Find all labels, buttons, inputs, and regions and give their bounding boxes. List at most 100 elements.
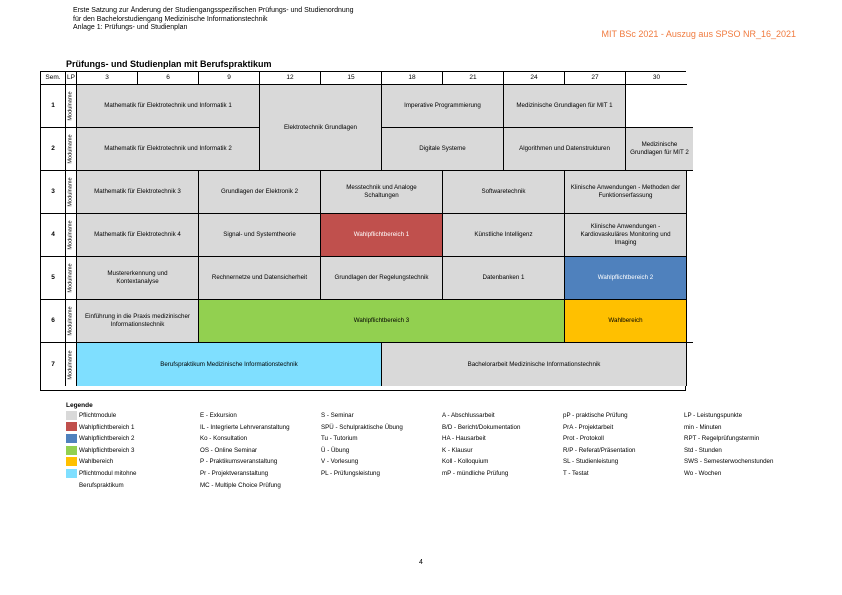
empty-cell (687, 171, 693, 343)
header-line-3: Anlage 1: Prüfungs- und Studienplan (73, 24, 188, 31)
module-cell: Algorithmen und Datenstrukturen (504, 128, 626, 171)
legend-entry: HA - Hausarbeit (442, 435, 486, 443)
legend-abbrev-col6: LP - Leistungspunkte min - Minuten RPT -… (684, 410, 773, 480)
col-header-credits: 3 (77, 72, 138, 85)
module-cell: Softwaretechnik (443, 171, 565, 214)
lp-label: Modulname (66, 257, 77, 300)
swatch-grey (66, 410, 77, 420)
legend-abbrev-col3: S - Seminar SPÜ - Schulpraktische Übung … (321, 410, 403, 480)
semester-label: 5 (41, 257, 66, 300)
legend-entry: Koll - Kolloquium (442, 458, 489, 466)
legend-entry: OS - Online Seminar (200, 446, 258, 454)
legend-item: Wahlpflichtbereich 1 (66, 422, 136, 434)
semester-label: 1 (41, 85, 66, 128)
lp-label: Modulname (66, 300, 77, 343)
legend-entry: B/D - Bericht/Dokumentation (442, 423, 521, 431)
legend-item: Wahlbereich (66, 456, 136, 468)
legend-entry: min - Minuten (684, 423, 722, 431)
legend-item: Wahlpflichtbereich 2 (66, 433, 136, 445)
legend-entry: SWS - Semesterwochenstunden (684, 458, 774, 466)
module-cell: Datenbanken 1 (443, 257, 565, 300)
header-line-1: Erste Satzung zur Änderung der Studienga… (73, 7, 354, 14)
module-cell: Klinische Anwendungen - Kardiovaskuläres… (565, 214, 687, 257)
legend-entry: A - Abschlussarbeit (442, 412, 495, 419)
swatch-green (66, 445, 77, 455)
col-header-credits: 18 (382, 72, 443, 85)
swatch-yellow (66, 457, 77, 467)
col-header-credits: 24 (504, 72, 565, 85)
legend-item: Berufspraktikum (79, 481, 124, 489)
legend-entry: Pr - Projektveranstaltung (200, 469, 269, 477)
col-header-credit-30: 30 (652, 74, 661, 81)
module-cell: Künstliche Intelligenz (443, 214, 565, 257)
module-cell: Berufspraktikum Medizinische Information… (77, 343, 382, 386)
legend-entry: IL - Integrierte Lehrveranstaltung (200, 423, 290, 431)
legend-entry: V - Vorlesung (321, 458, 359, 466)
legend-entry: Std - Stunden (684, 446, 722, 454)
module-cell: Rechnernetze und Datensicherheit (199, 257, 321, 300)
header-line-2: für den Bachelorstudiengang Medizinische… (73, 15, 268, 23)
module-cell: Mathematik für Elektrotechnik 3 (77, 171, 199, 214)
swatch-cyan (66, 468, 77, 478)
module-cell: Messtechnik und Analoge Schaltungen (321, 171, 443, 214)
legend-title: Legende (66, 402, 93, 409)
col-header-credits: 15 (321, 72, 382, 85)
header-reference: MIT BSc 2021 - Auszug aus SPSO NR_16_202… (601, 29, 796, 39)
module-cell: Elektrotechnik Grundlagen (260, 85, 382, 171)
module-cell: Bachelorarbeit Medizinische Informations… (382, 343, 687, 386)
col-header-credits: 9 (199, 72, 260, 85)
legend-entry: Ü - Übung (321, 446, 350, 454)
legend-entry: PL - Prüfungsleistung (321, 469, 380, 477)
legend-entry: mP - mündliche Prüfung (442, 469, 509, 477)
legend-entry: R/P - Referat/Präsentation (563, 446, 636, 454)
module-cell: Mathematik für Elektrotechnik und Inform… (77, 85, 260, 128)
lp-label: Modulname (66, 214, 77, 257)
legend-entry: RPT - Regelprüfungstermin (684, 435, 760, 443)
module-cell: Digitale Systeme (382, 128, 504, 171)
legend-entry: E - Exkursion (200, 412, 237, 419)
legend-entry: MC - Multiple Choice Prüfung (200, 481, 281, 489)
lp-label: Modulname (66, 128, 77, 171)
legend-item: Wahlpflichtbereich 3 (66, 445, 136, 457)
legend-entry: Tu - Tutorium (321, 435, 358, 443)
col-header-credits: 12 (260, 72, 321, 85)
plan-title: Prüfungs- und Studienplan mit Berufsprak… (66, 59, 272, 69)
module-cell: Wahlbereich (565, 300, 687, 343)
document-header: Erste Satzung zur Änderung der Studienga… (73, 7, 354, 33)
semester-label: 4 (41, 214, 66, 257)
module-cell: Mathematik für Elektrotechnik und Inform… (77, 128, 260, 171)
module-cell: Wahlpflichtbereich 1 (321, 214, 443, 257)
legend-entry: S - Seminar (321, 412, 354, 419)
legend-entry: SL - Studienleistung (563, 458, 619, 466)
legend-entry: PrA - Projektarbeit (563, 423, 614, 431)
module-cell: Klinische Anwendungen - Methoden der Fun… (565, 171, 687, 214)
legend-entry: SPÜ - Schulpraktische Übung (321, 423, 403, 431)
empty-cell (687, 343, 693, 386)
legend-item: Pflichtmodule (66, 410, 136, 422)
legend-entry: P - Praktikumsveranstaltung (200, 458, 278, 466)
module-cell: Mustererkennung und Kontextanalyse (77, 257, 199, 300)
module-cell: Imperative Programmierung (382, 85, 504, 128)
swatch-blue (66, 434, 77, 444)
module-cell: Wahlpflichtbereich 3 (199, 300, 565, 343)
page-number: 4 (419, 559, 423, 566)
legend-item: Pflichtmodul mitohne (66, 468, 136, 480)
col-header-credits: 21 (443, 72, 504, 85)
col-header-credits: 6 (138, 72, 199, 85)
col-header-lp: LP (66, 72, 77, 85)
legend-entry: Wo - Wochen (684, 469, 722, 477)
lp-label: Modulname (66, 343, 77, 386)
legend-entry: Ko - Konsultation (200, 435, 248, 443)
module-cell: Grundlagen der Elektronik 2 (199, 171, 321, 214)
module-cell: Grundlagen der Regelungstechnik (321, 257, 443, 300)
legend-abbrev-col5: pP - praktische Prüfung PrA - Projektarb… (563, 410, 635, 480)
study-plan-table: Sem. LP 3 6 9 12 15 18 21 24 27 30 33 1 … (40, 71, 693, 391)
empty-cell (626, 85, 693, 128)
legend-entry: T - Testat (563, 469, 589, 477)
module-cell: Medizinische Grundlagen für MIT 1 (504, 85, 626, 128)
semester-label: 3 (41, 171, 66, 214)
lp-label: Modulname (66, 171, 77, 214)
lp-label: Modulname (66, 85, 77, 128)
semester-label: 7 (41, 343, 66, 386)
module-cell: Medizinische Grundlagen für MIT 2 (626, 128, 693, 171)
